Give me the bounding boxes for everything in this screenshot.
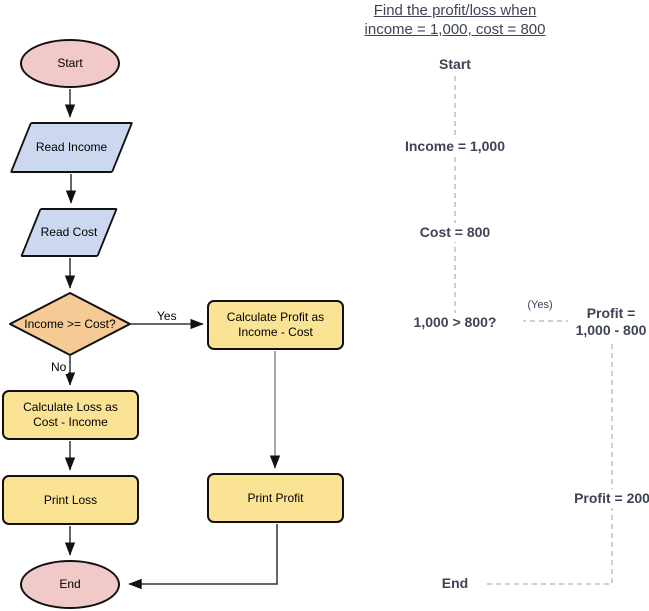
read-income-label: Read Income <box>35 140 108 154</box>
yes-branch-label: Yes <box>155 309 179 323</box>
trace-income: Income = 1,000 <box>375 137 535 156</box>
calc-loss-line2: Cost - Income <box>33 415 108 429</box>
calc-profit-label: Calculate Profit as Income - Cost <box>227 310 324 340</box>
start-label: Start <box>57 56 83 70</box>
flowchart-read-income-io: Read Income <box>9 122 134 173</box>
trace-end: End <box>427 574 483 593</box>
print-profit-label: Print Profit <box>247 490 304 505</box>
diamond-shape <box>9 292 131 356</box>
flowchart-calc-loss-process: Calculate Loss as Cost - Income <box>2 390 139 440</box>
trace-profit-expr-line2: 1,000 - 800 <box>575 322 647 338</box>
trace-yes-label: (Yes) <box>527 299 553 311</box>
trace-title-line1: Find the profit/loss when <box>373 2 537 19</box>
flowchart-read-cost-io: Read Cost <box>20 208 118 257</box>
calc-loss-label: Calculate Loss as Cost - Income <box>23 400 118 430</box>
calc-profit-line2: Income - Cost <box>238 325 313 339</box>
trace-title-line2: income = 1,000, cost = 800 <box>364 21 546 38</box>
flowchart-decision-diamond: Income >= Cost? <box>8 291 132 357</box>
trace-title: Find the profit/loss when income = 1,000… <box>348 1 562 39</box>
trace-start: Start <box>415 55 495 74</box>
calc-loss-line1: Calculate Loss as <box>23 400 118 414</box>
flowchart-end-terminator: End <box>20 560 120 609</box>
trace-line-profit <box>481 344 613 585</box>
print-loss-label: Print Loss <box>43 492 98 507</box>
trace-decision: 1,000 > 800? <box>387 313 523 332</box>
calc-profit-line1: Calculate Profit as <box>226 310 325 324</box>
trace-profit-expr-line1: Profit = <box>586 305 636 321</box>
flowchart-print-loss-process: Print Loss <box>2 475 139 525</box>
decision-label: Income >= Cost? <box>24 317 116 331</box>
flowchart-print-profit-process: Print Profit <box>207 473 344 523</box>
read-cost-label: Read Cost <box>40 225 98 239</box>
arrow-printprofit-to-end <box>128 524 278 590</box>
end-label: End <box>59 577 81 591</box>
flowchart-calc-profit-process: Calculate Profit as Income - Cost <box>207 300 344 350</box>
no-branch-label: No <box>49 360 69 374</box>
trace-cost: Cost = 800 <box>395 223 515 242</box>
flowchart-start-terminator: Start <box>20 39 120 88</box>
trace-profit-value: Profit = 200 <box>570 489 649 508</box>
trace-profit-expression: Profit = 1,000 - 800 <box>561 304 649 340</box>
